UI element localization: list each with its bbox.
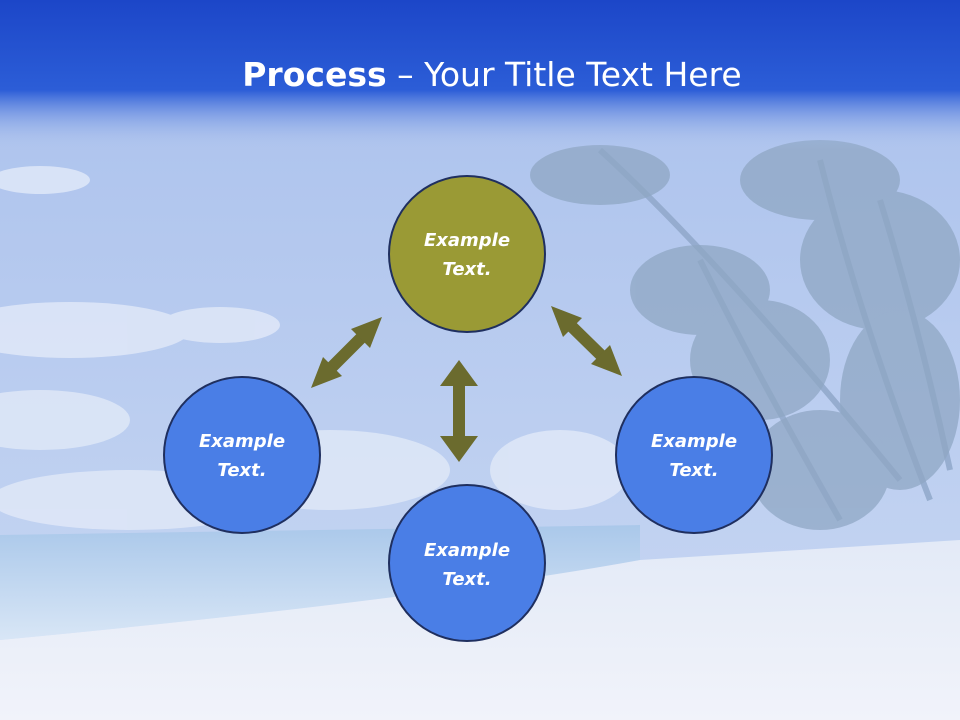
arrow-top-right <box>551 306 622 376</box>
node-left-label-line1: Example <box>199 431 285 452</box>
node-left-label-line2: Text. <box>217 460 266 481</box>
title-text: Your Title Text Here <box>424 55 742 94</box>
arrow-vertical <box>440 360 478 462</box>
arrow-top-left <box>311 317 382 388</box>
node-top: Example Text. <box>388 175 546 333</box>
node-left: Example Text. <box>163 376 321 534</box>
node-right-label-line2: Text. <box>669 460 718 481</box>
node-bottom-label-line1: Example <box>424 540 510 561</box>
node-top-label-line2: Text. <box>442 259 491 280</box>
node-top-label-line1: Example <box>424 230 510 251</box>
node-right-label-line1: Example <box>651 431 737 452</box>
slide-title: Process – Your Title Text Here <box>0 52 960 98</box>
title-bar <box>0 0 960 150</box>
node-right: Example Text. <box>615 376 773 534</box>
node-bottom: Example Text. <box>388 484 546 642</box>
node-bottom-label-line2: Text. <box>442 569 491 590</box>
title-separator: – <box>386 55 425 94</box>
title-bold: Process <box>242 55 387 94</box>
